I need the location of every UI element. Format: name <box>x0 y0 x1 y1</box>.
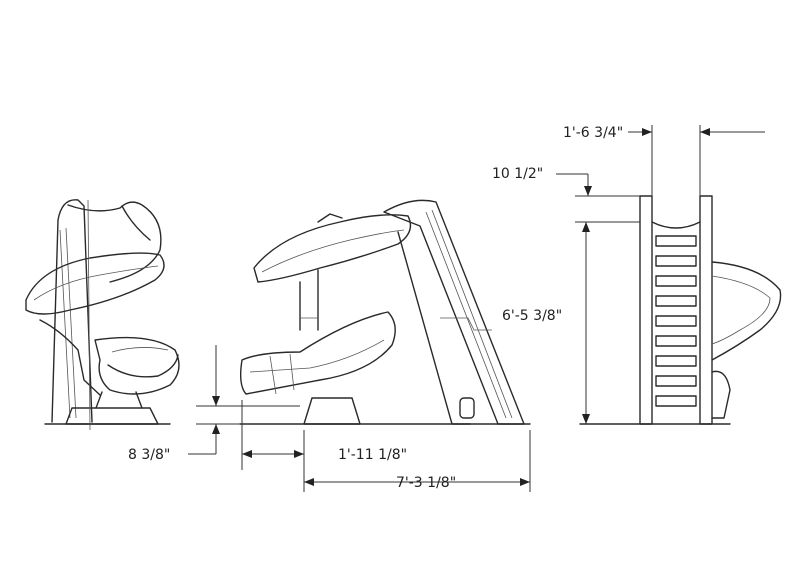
dim-top-offset: 10 1/2" <box>492 166 543 182</box>
dim-width-top: 1'-6 3/4" <box>563 125 623 141</box>
dim-height: 6'-5 3/8" <box>502 308 562 324</box>
slide-side-view <box>239 199 531 425</box>
dim-exit-length: 1'-11 1/8" <box>338 447 407 463</box>
dim-exit-height: 8 3/8" <box>128 447 170 463</box>
slide-end-view <box>25 199 180 431</box>
dim-overall-length: 7'-3 1/8" <box>396 475 456 491</box>
dimension-lines <box>188 125 765 492</box>
slide-front-view <box>579 195 782 425</box>
ladder-rungs <box>655 235 697 407</box>
